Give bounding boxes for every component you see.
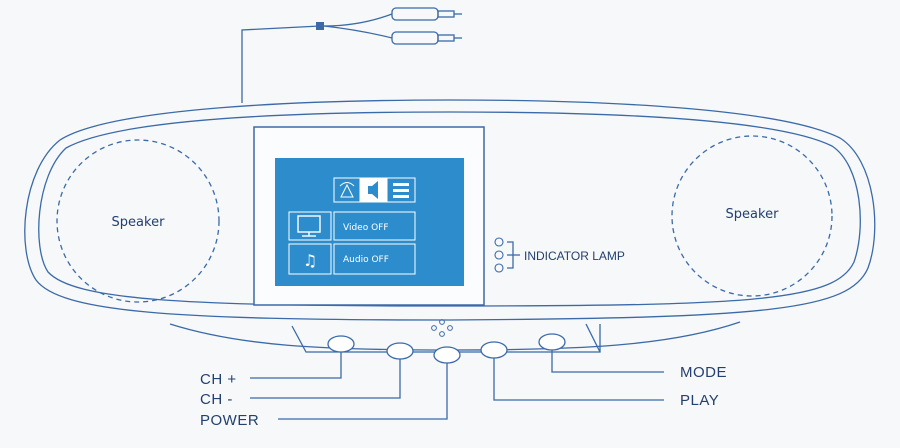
right-speaker-label: Speaker: [726, 207, 780, 222]
play-leader: [493, 358, 664, 401]
play-label: PLAY: [680, 392, 719, 409]
indicator-lamp-label: INDICATOR LAMP: [524, 249, 625, 263]
audio-menu-row: [333, 243, 416, 275]
ir-sensor: [431, 319, 453, 337]
indicator-lamps: [494, 237, 520, 273]
mirror-inner-frame: [38, 111, 861, 307]
right-speaker: [671, 135, 833, 297]
rca-plug-top: [391, 7, 462, 21]
rca-plug-bottom: [391, 31, 462, 45]
mode-label: MODE: [680, 364, 727, 381]
speaker-icon: [360, 177, 387, 203]
cable-junction: [316, 22, 324, 30]
video-menu-row: [333, 211, 416, 241]
audio-menu-label: Audio OFF: [343, 255, 389, 265]
menu-list-icon: [386, 177, 416, 203]
ch-minus-button[interactable]: [386, 342, 414, 360]
power-button[interactable]: [433, 346, 461, 364]
video-menu-label: Video OFF: [343, 223, 389, 233]
svg-text:♫: ♫: [303, 251, 317, 270]
ch-plus-leader: [250, 352, 342, 379]
ch-minus-label: CH -: [200, 391, 233, 408]
left-speaker: [56, 139, 220, 303]
ch-minus-leader: [250, 359, 401, 399]
ch-plus-button[interactable]: [327, 335, 355, 353]
mode-leader: [551, 350, 664, 373]
mirror-bottom-lip: [169, 321, 741, 351]
monitor-icon: [288, 211, 332, 241]
mirror-outer-frame: [24, 99, 876, 321]
music-notes-icon: ♫: [288, 243, 332, 275]
antenna-icon: [333, 177, 361, 203]
rca-cable: [241, 7, 462, 103]
play-button[interactable]: [480, 341, 508, 359]
power-leader: [278, 363, 448, 420]
power-label: POWER: [200, 412, 259, 429]
mode-button[interactable]: [538, 333, 566, 351]
left-speaker-label: Speaker: [112, 215, 166, 230]
ch-plus-label: CH +: [200, 371, 237, 388]
